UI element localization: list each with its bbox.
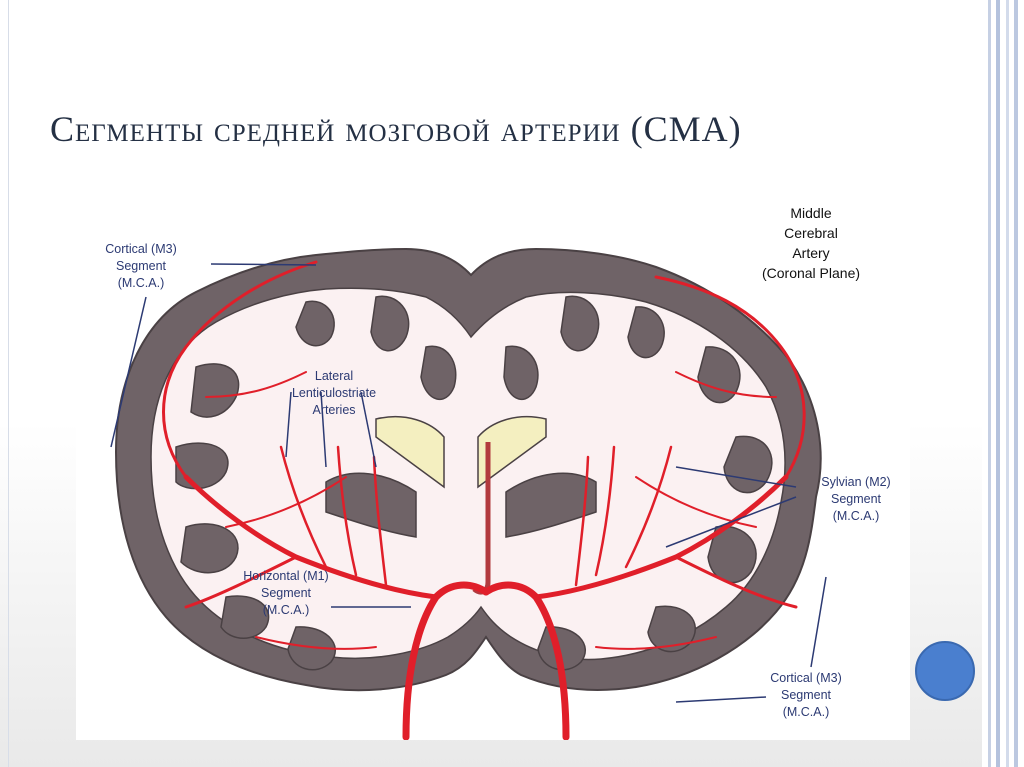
label-line: Segment	[116, 259, 167, 273]
caption-line: Artery	[792, 245, 829, 261]
label-line: Lenticulostriate	[292, 386, 376, 400]
caption-line: Middle	[790, 205, 831, 221]
slide-frame	[8, 0, 981, 767]
pointer-lines	[110, 263, 827, 703]
label-line: Arteries	[312, 403, 355, 417]
label-horizontal: Horizontal (M1) Segment (M.C.A.)	[243, 569, 328, 617]
label-line: (M.C.A.)	[118, 276, 165, 290]
caption-line: (Coronal Plane)	[762, 265, 860, 281]
slide-title: Сегменты средней мозговой артерии (СМА)	[50, 109, 742, 149]
label-line: Lateral	[315, 369, 353, 383]
label-line: (M.C.A.)	[833, 509, 880, 523]
label-cortical-top: Cortical (M3) Segment (M.C.A.)	[105, 242, 177, 290]
label-line: Cortical (M3)	[105, 242, 177, 256]
label-line: Segment	[831, 492, 882, 506]
mca-diagram: Cortical (M3) Segment (M.C.A.) Lateral L…	[105, 205, 891, 740]
decorative-stripes	[982, 0, 1024, 767]
caption-line: Cerebral	[784, 225, 838, 241]
basal-ganglia	[325, 472, 597, 538]
diagram-caption: Middle Cerebral Artery (Coronal Plane)	[762, 205, 860, 281]
slide-decoration-circle	[915, 641, 975, 701]
label-line: Horizontal (M1)	[243, 569, 328, 583]
label-line: (M.C.A.)	[263, 603, 310, 617]
lateral-ventricles	[375, 415, 547, 489]
label-line: Cortical (M3)	[770, 671, 842, 685]
label-line: Sylvian (M2)	[821, 475, 890, 489]
label-line: Segment	[781, 688, 832, 702]
label-cortical-bottom: Cortical (M3) Segment (M.C.A.)	[770, 671, 842, 719]
label-line: Segment	[261, 586, 312, 600]
arteries	[162, 260, 806, 740]
label-line: (M.C.A.)	[783, 705, 830, 719]
diagram-panel: Cortical (M3) Segment (M.C.A.) Lateral L…	[76, 197, 910, 740]
label-sylvian: Sylvian (M2) Segment (M.C.A.)	[821, 475, 890, 523]
label-lateral-lenticulostriate: Lateral Lenticulostriate Arteries	[292, 369, 376, 417]
gyri-folds	[175, 295, 773, 671]
